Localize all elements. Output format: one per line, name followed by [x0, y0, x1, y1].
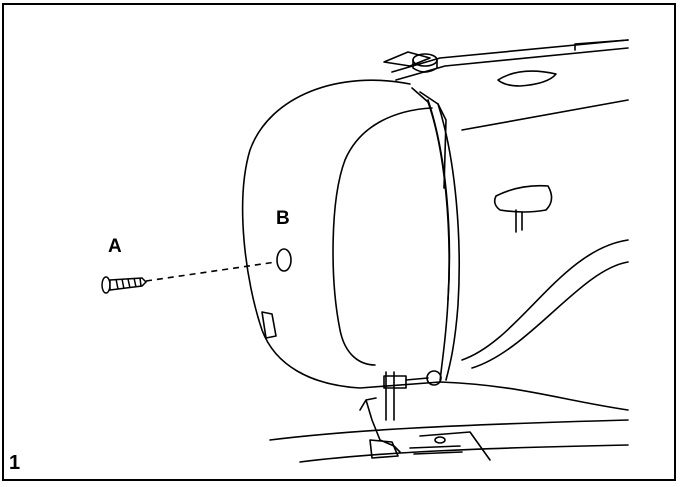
machine-arm-back: [574, 39, 629, 51]
label-part-a: A: [108, 236, 122, 257]
top-dial: [497, 70, 557, 87]
machine-arm-top: [391, 39, 629, 73]
cover-inner-panel: [332, 107, 433, 366]
selector-knob: [493, 184, 553, 213]
thread-guide: [383, 51, 431, 67]
needle-bar: [385, 371, 395, 421]
screw-a: [101, 276, 148, 294]
side-lever: [261, 311, 277, 339]
screw-hole-b: [276, 248, 292, 272]
machine-bed: [269, 419, 629, 441]
side-cover: [241, 79, 441, 389]
label-part-b: B: [276, 208, 290, 229]
figure-number: 1: [9, 452, 21, 474]
machine-body-right: [461, 99, 629, 131]
machine-arm-top-inner: [395, 47, 629, 81]
presser-foot: [359, 397, 401, 453]
needle-plate: [419, 431, 491, 461]
face-plate-edge: [411, 87, 450, 383]
alignment-dashed-line: [145, 261, 277, 282]
